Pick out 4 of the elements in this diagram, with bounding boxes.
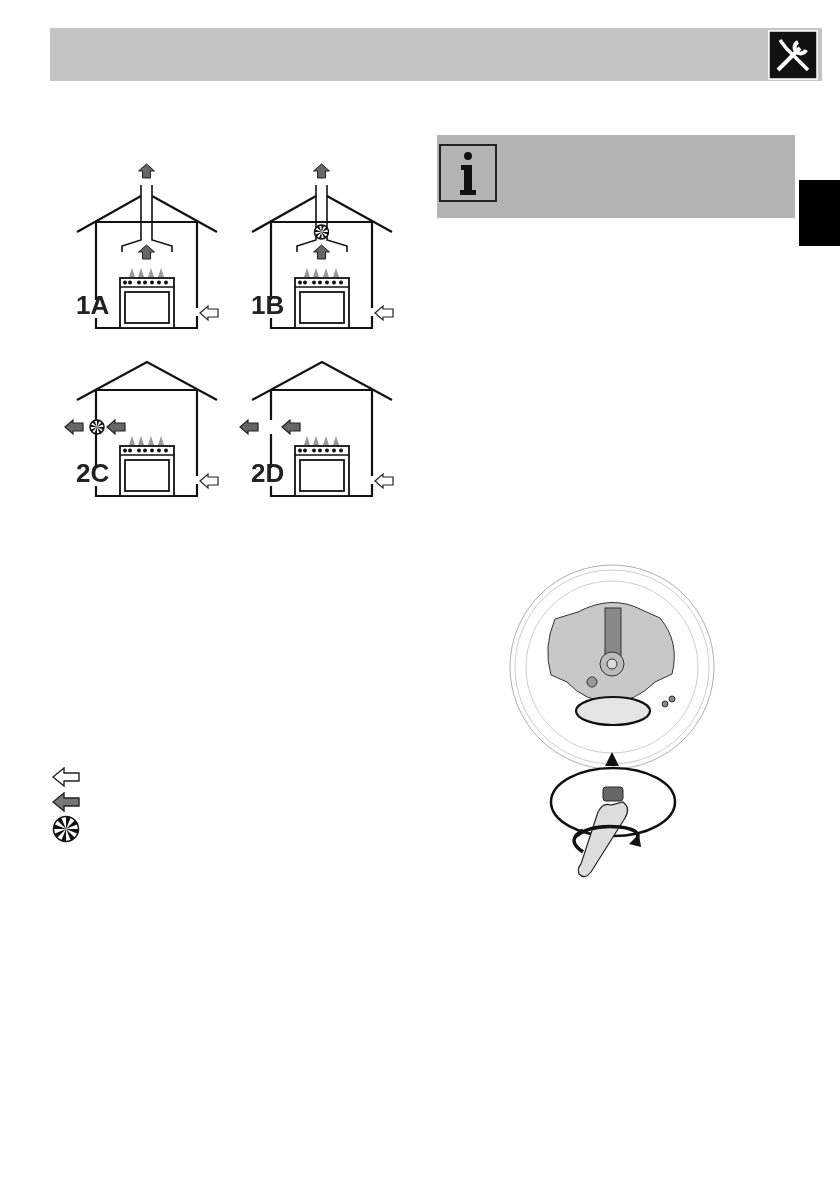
figure-label: 2C — [76, 460, 110, 486]
figure-label: 1A — [76, 292, 110, 318]
figure-label: 2D — [251, 460, 285, 486]
figure-label: 1B — [251, 292, 285, 318]
